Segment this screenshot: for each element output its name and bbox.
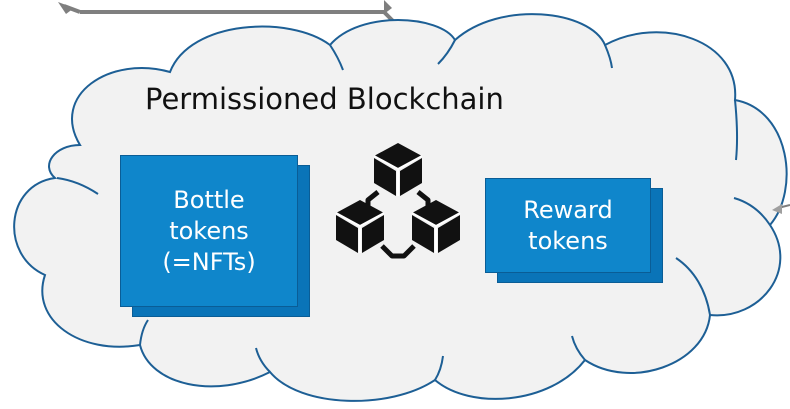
blockchain-icon [335, 143, 461, 259]
bottle-tokens-line-2: tokens [169, 216, 249, 245]
connector-right [772, 204, 790, 214]
reward-tokens-line-1: Reward [523, 195, 613, 224]
cloud-title: Permissioned Blockchain [145, 82, 504, 116]
bottle-tokens-line-1: Bottle [173, 185, 245, 214]
bottle-tokens-line-3: (=NFTs) [162, 247, 256, 276]
reward-tokens-card: Reward tokens [485, 178, 651, 273]
bottle-tokens-card: Bottle tokens (=NFTs) [120, 155, 298, 307]
cloud-bumps [56, 39, 771, 381]
reward-tokens-line-2: tokens [528, 226, 608, 255]
connector-top [58, 0, 404, 32]
